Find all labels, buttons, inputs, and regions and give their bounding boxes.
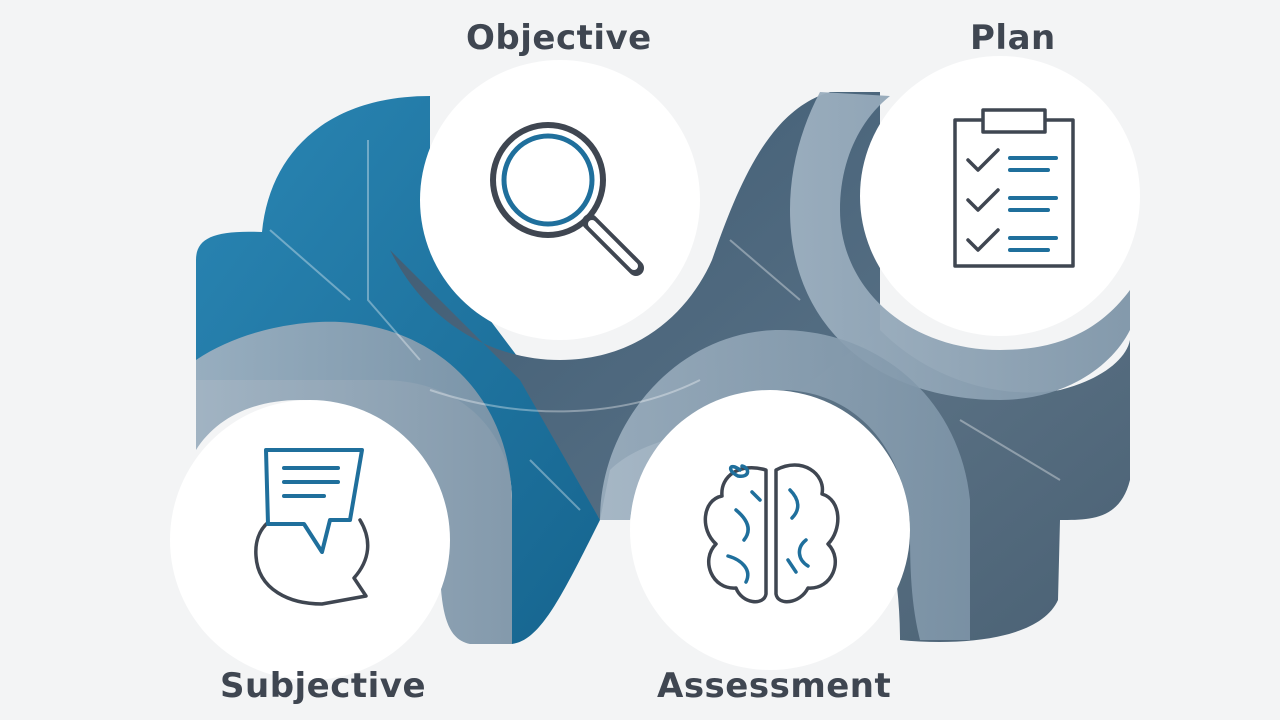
plan-label: Plan xyxy=(970,18,1056,58)
magnifying-glass-icon xyxy=(490,122,644,276)
circle-assessment xyxy=(630,390,910,670)
subjective-label: Subjective xyxy=(220,666,427,706)
circle-objective xyxy=(420,60,700,340)
shape-gray-subjective-arc xyxy=(196,321,512,644)
brain-icon xyxy=(703,463,840,604)
shape-gray-plan-arc xyxy=(790,92,1130,400)
shape-gray-assessment-arc xyxy=(600,330,970,640)
decorative-lines xyxy=(269,140,1061,511)
circle-subjective xyxy=(170,400,450,680)
objective-label: Objective xyxy=(466,18,652,58)
circle-plan xyxy=(860,56,1140,336)
assessment-label: Assessment xyxy=(657,666,892,706)
clipboard-checklist-icon xyxy=(953,108,1075,268)
speech-bubbles-icon xyxy=(254,448,370,606)
